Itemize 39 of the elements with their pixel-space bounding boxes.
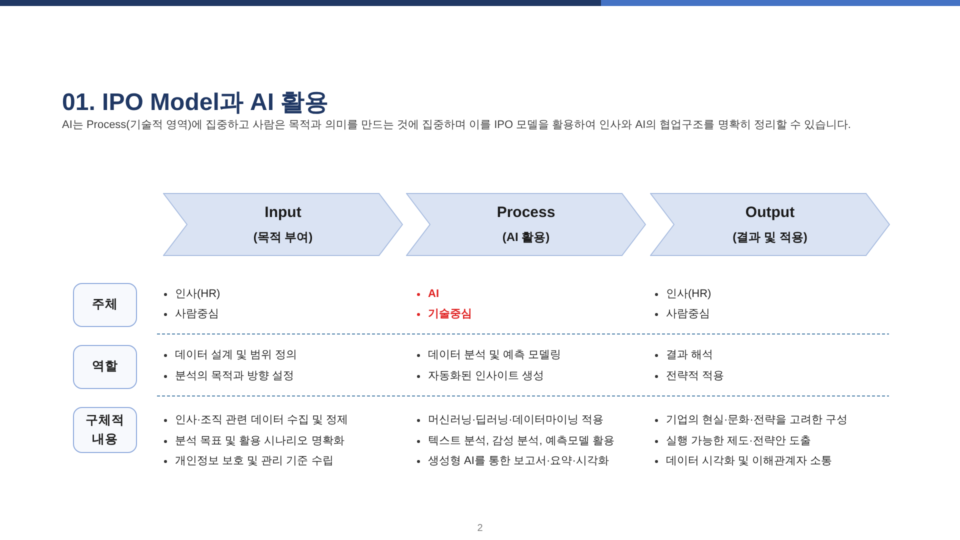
bullet-text: 전략적 적용 bbox=[666, 369, 724, 384]
bullet-text: AI bbox=[428, 287, 439, 302]
row-header-box bbox=[73, 407, 137, 453]
bullet-text: 인사(HR) bbox=[175, 287, 220, 302]
bullet-text: 데이터 분석 및 예측 모델링 bbox=[428, 348, 562, 363]
row-header-box bbox=[73, 283, 137, 327]
row-header-box bbox=[73, 345, 137, 389]
bullet-text: 생성형 AI를 통한 보고서·요약·시각화 bbox=[428, 454, 609, 469]
bullet-text: 인사(HR) bbox=[666, 287, 712, 302]
bullet-text: 기술중심 bbox=[428, 307, 472, 322]
slide-title: 01. IPO Model과 AI 활용 bbox=[62, 88, 329, 118]
stage-subtitle: (결과 및 적용) bbox=[732, 228, 808, 246]
stage-panel bbox=[163, 193, 403, 256]
bullet-text: 기업의 현실·문화·전략을 고려한 구성 bbox=[666, 413, 848, 428]
stage-panel bbox=[406, 193, 646, 256]
stage-title: Output bbox=[745, 204, 795, 220]
bullet-text: 개인정보 보호 및 관리 기준 수립 bbox=[175, 454, 334, 469]
stage-title: Process bbox=[496, 204, 556, 220]
stage-panel bbox=[650, 193, 890, 256]
bullet-text: 머신러닝·딥러닝·데이터마이닝 적용 bbox=[428, 413, 604, 428]
bullet-text: 사람중심 bbox=[175, 307, 219, 322]
stage-subtitle: (목적 부여) bbox=[253, 228, 313, 246]
bullet-text: 분석의 목적과 방향 설정 bbox=[175, 369, 294, 384]
bullet-text: 데이터 설계 및 범위 정의 bbox=[175, 348, 298, 363]
bullet-text: 데이터 시각화 및 이해관계자 소통 bbox=[666, 454, 832, 469]
page-number: 2 bbox=[476, 523, 484, 534]
bullet-text: 결과 해석 bbox=[666, 348, 714, 363]
row-header-label: 구체적 내용 bbox=[84, 412, 126, 448]
bullet-text: 자동화된 인사이트 생성 bbox=[428, 369, 544, 384]
bullet-text: 텍스트 분석, 감성 분석, 예측모델 활용 bbox=[428, 434, 614, 449]
stage-subtitle: (AI 활용) bbox=[502, 228, 550, 246]
row-header-label: 역할 bbox=[92, 358, 118, 376]
bullet-text: 인사·조직 관련 데이터 수집 및 정제 bbox=[175, 413, 348, 428]
bullet-text: 사람중심 bbox=[666, 307, 710, 322]
row-header-label: 주체 bbox=[92, 296, 118, 314]
bullet-text: 실행 가능한 제도·전략안 도출 bbox=[666, 434, 811, 449]
stage-title: Input bbox=[264, 204, 302, 220]
bullet-text: 분석 목표 및 활용 시나리오 명확화 bbox=[175, 434, 344, 449]
subtitle-text: AI는 Process(기술적 영역)에 집중하고 사람은 목적과 의미를 만드는 것에 집중하며 이를 IPO 모델을 활용하여 인사와 AI의 협업구조를 명확히 정리할 수 있습니다. bbox=[62, 118, 851, 132]
